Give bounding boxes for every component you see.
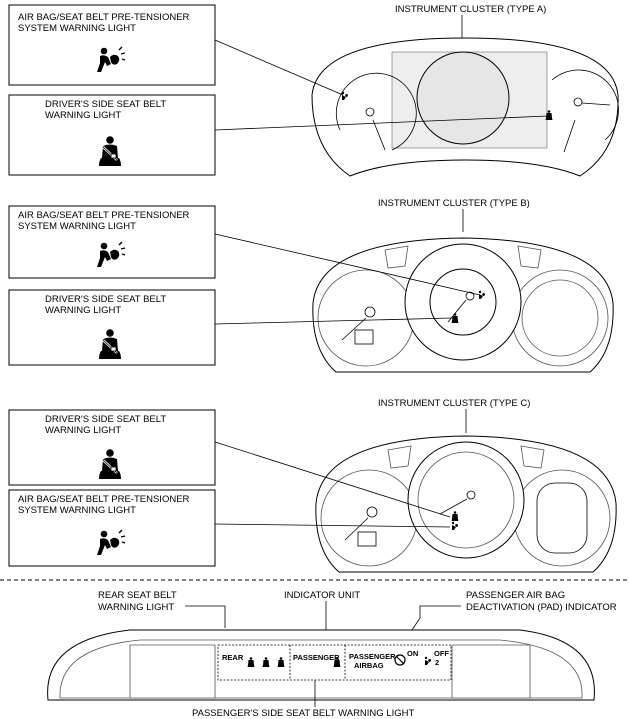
pad-label-line2: DEACTIVATION (PAD) INDICATOR	[466, 602, 617, 613]
airbag-label-a-line1: AIR BAG/SEAT BELT PRE-TENSIONER	[18, 12, 190, 23]
seatbelt-label-c-line1: DRIVER'S SIDE SEAT BELT	[45, 414, 166, 425]
rear-belt-label-line1: REAR SEAT BELT	[98, 590, 177, 601]
airbag-label-box-b: AIR BAG/SEAT BELT PRE-TENSIONER SYSTEM W…	[8, 205, 216, 279]
section-type-a: INSTRUMENT CLUSTER (TYPE A) AIR BAG/SEAT…	[8, 4, 619, 177]
seatbelt-label-b-line2: WARNING LIGHT	[45, 305, 121, 316]
airbag-label-c-line1: AIR BAG/SEAT BELT PRE-TENSIONER	[18, 494, 190, 505]
airbag-label-box-c: AIR BAG/SEAT BELT PRE-TENSIONER SYSTEM W…	[8, 489, 216, 567]
pad-off-icon	[394, 654, 406, 666]
panel-passenger-label: PASSENGER	[293, 653, 340, 662]
pad-label-line1: PASSENGER AIR BAG	[466, 590, 565, 601]
seatbelt-label-b-line1: DRIVER'S SIDE SEAT BELT	[45, 294, 166, 305]
instrument-cluster-a	[311, 37, 619, 177]
panel-two-label: 2	[435, 658, 439, 667]
instrument-cluster-b	[312, 237, 614, 373]
airbag-label-c-line2: SYSTEM WARNING LIGHT	[18, 505, 136, 516]
panel-passenger-airbag-label: PASSENGER	[349, 652, 396, 661]
section-type-c: INSTRUMENT CLUSTER (TYPE C) DRIVER'S SID…	[8, 398, 617, 573]
panel-off-label: OFF	[434, 649, 449, 658]
seatbelt-label-c-line2: WARNING LIGHT	[45, 425, 121, 436]
section-indicator-unit: REAR SEAT BELT WARNING LIGHT INDICATOR U…	[47, 590, 617, 719]
seatbelt-label-a-line1: DRIVER'S SIDE SEAT BELT	[45, 99, 166, 110]
instrument-cluster-c	[315, 435, 617, 573]
seatbelt-label-box-a: DRIVER'S SIDE SEAT BELT WARNING LIGHT	[8, 94, 216, 176]
rear-belt-label-line2: WARNING LIGHT	[98, 602, 174, 613]
panel-on-label: ON	[407, 649, 418, 658]
cluster-b-title: INSTRUMENT CLUSTER (TYPE B)	[378, 198, 530, 209]
cluster-a-title: INSTRUMENT CLUSTER (TYPE A)	[395, 4, 546, 15]
section-type-b: INSTRUMENT CLUSTER (TYPE B) AIR BAG/SEAT…	[8, 198, 614, 373]
panel-rear-label: REAR	[222, 653, 244, 662]
indicator-panel: REAR PASSENGER PASSENGER AIRBAG ON OFF 2	[217, 644, 452, 681]
cluster-c-title: INSTRUMENT CLUSTER (TYPE C)	[378, 398, 530, 409]
seatbelt-label-box-c: DRIVER'S SIDE SEAT BELT WARNING LIGHT	[8, 409, 216, 486]
airbag-label-box-a: AIR BAG/SEAT BELT PRE-TENSIONER SYSTEM W…	[8, 4, 216, 86]
airbag-label-a-line2: SYSTEM WARNING LIGHT	[18, 23, 136, 34]
panel-airbag-label: AIRBAG	[354, 661, 384, 670]
seatbelt-label-box-b: DRIVER'S SIDE SEAT BELT WARNING LIGHT	[8, 289, 216, 366]
airbag-label-b-line2: SYSTEM WARNING LIGHT	[18, 221, 136, 232]
indicator-unit-title: INDICATOR UNIT	[284, 590, 360, 601]
airbag-label-b-line1: AIR BAG/SEAT BELT PRE-TENSIONER	[18, 210, 190, 221]
passenger-belt-warning-label: PASSENGER'S SIDE SEAT BELT WARNING LIGHT	[192, 708, 414, 719]
seatbelt-label-a-line2: WARNING LIGHT	[45, 110, 121, 121]
